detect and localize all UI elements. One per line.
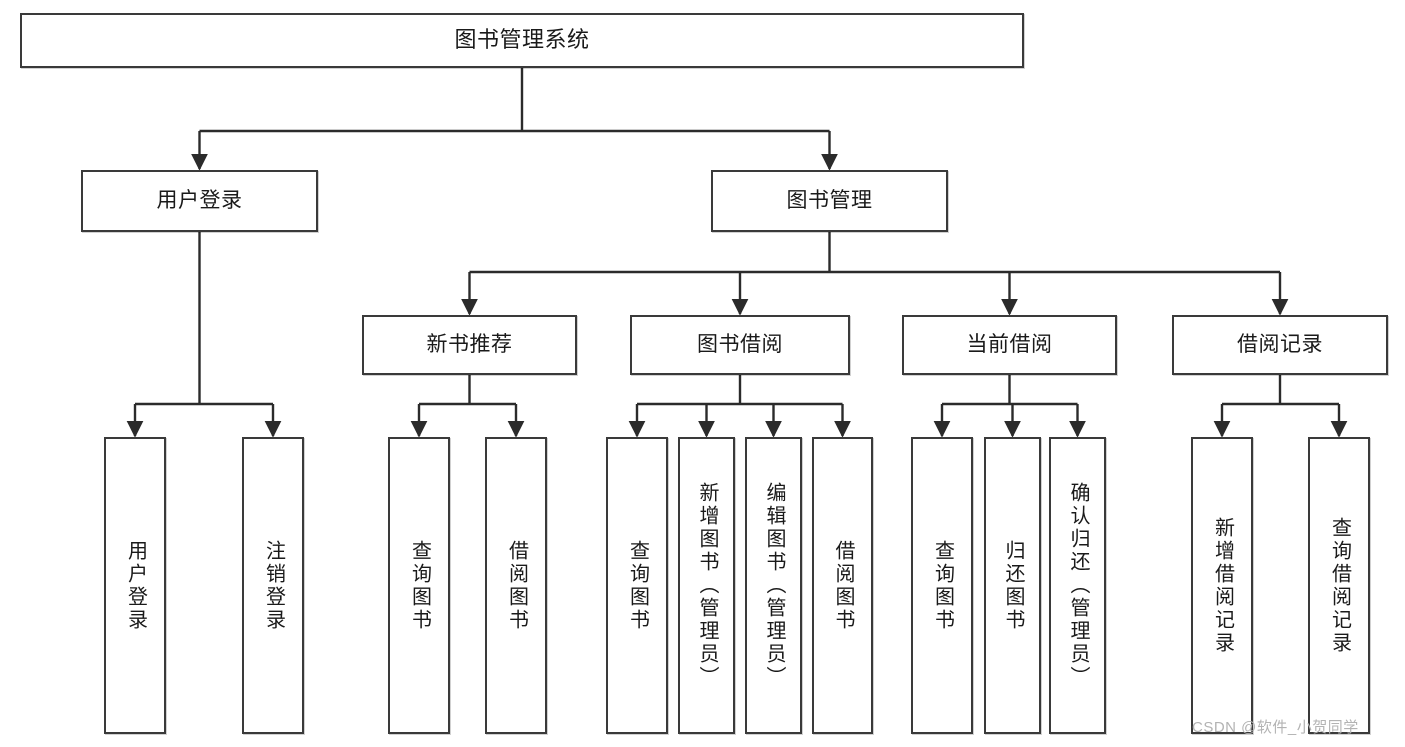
node-label: 借阅图书 bbox=[505, 539, 528, 632]
node-label: 图书管理系统 bbox=[454, 27, 590, 53]
node-label: 确认归还（管理员） bbox=[1067, 482, 1089, 689]
node-label: 注销登录 bbox=[262, 539, 285, 632]
node-label: 借阅记录 bbox=[1237, 333, 1323, 357]
node-label: 新增图书（管理员） bbox=[696, 482, 718, 689]
node-book-manage: 图书管理 bbox=[711, 170, 948, 232]
node-label: 用户登录 bbox=[156, 189, 243, 213]
node-leaf-bb-query: 查询图书 bbox=[606, 437, 668, 734]
node-leaf-cb-return: 归还图书 bbox=[984, 437, 1041, 734]
node-leaf-br-add: 新增借阅记录 bbox=[1191, 437, 1253, 734]
node-label: 查询图书 bbox=[931, 539, 954, 632]
node-root: 图书管理系统 bbox=[20, 13, 1024, 68]
node-label: 查询借阅记录 bbox=[1328, 516, 1351, 655]
node-label: 查询图书 bbox=[408, 539, 431, 632]
node-leaf-user-login: 用户登录 bbox=[104, 437, 166, 734]
node-label: 借阅图书 bbox=[832, 539, 854, 632]
watermark-text: CSDN @软件_小贺同学 bbox=[1192, 719, 1359, 736]
node-leaf-cb-query: 查询图书 bbox=[911, 437, 973, 734]
node-leaf-cb-confirm: 确认归还（管理员） bbox=[1049, 437, 1106, 734]
node-label: 图书管理 bbox=[786, 189, 873, 213]
node-label: 当前借阅 bbox=[966, 333, 1053, 357]
node-leaf-bb-edit: 编辑图书（管理员） bbox=[745, 437, 802, 734]
node-label: 新书推荐 bbox=[426, 333, 513, 357]
node-leaf-br-query: 查询借阅记录 bbox=[1308, 437, 1370, 734]
node-leaf-bb-borrow: 借阅图书 bbox=[812, 437, 873, 734]
node-label: 查询图书 bbox=[626, 539, 649, 632]
node-leaf-rec-borrow: 借阅图书 bbox=[485, 437, 547, 734]
node-label: 图书借阅 bbox=[697, 333, 783, 357]
node-new-book-rec: 新书推荐 bbox=[362, 315, 577, 375]
node-label: 归还图书 bbox=[1002, 539, 1024, 632]
node-current-borrow: 当前借阅 bbox=[902, 315, 1117, 375]
node-leaf-rec-query: 查询图书 bbox=[388, 437, 450, 734]
node-book-borrow: 图书借阅 bbox=[630, 315, 850, 375]
node-user-login: 用户登录 bbox=[81, 170, 318, 232]
node-borrow-record: 借阅记录 bbox=[1172, 315, 1388, 375]
node-label: 用户登录 bbox=[124, 539, 147, 632]
node-label: 编辑图书（管理员） bbox=[763, 482, 785, 689]
node-label: 新增借阅记录 bbox=[1211, 516, 1234, 655]
node-leaf-user-logout: 注销登录 bbox=[242, 437, 304, 734]
node-leaf-bb-add: 新增图书（管理员） bbox=[678, 437, 735, 734]
